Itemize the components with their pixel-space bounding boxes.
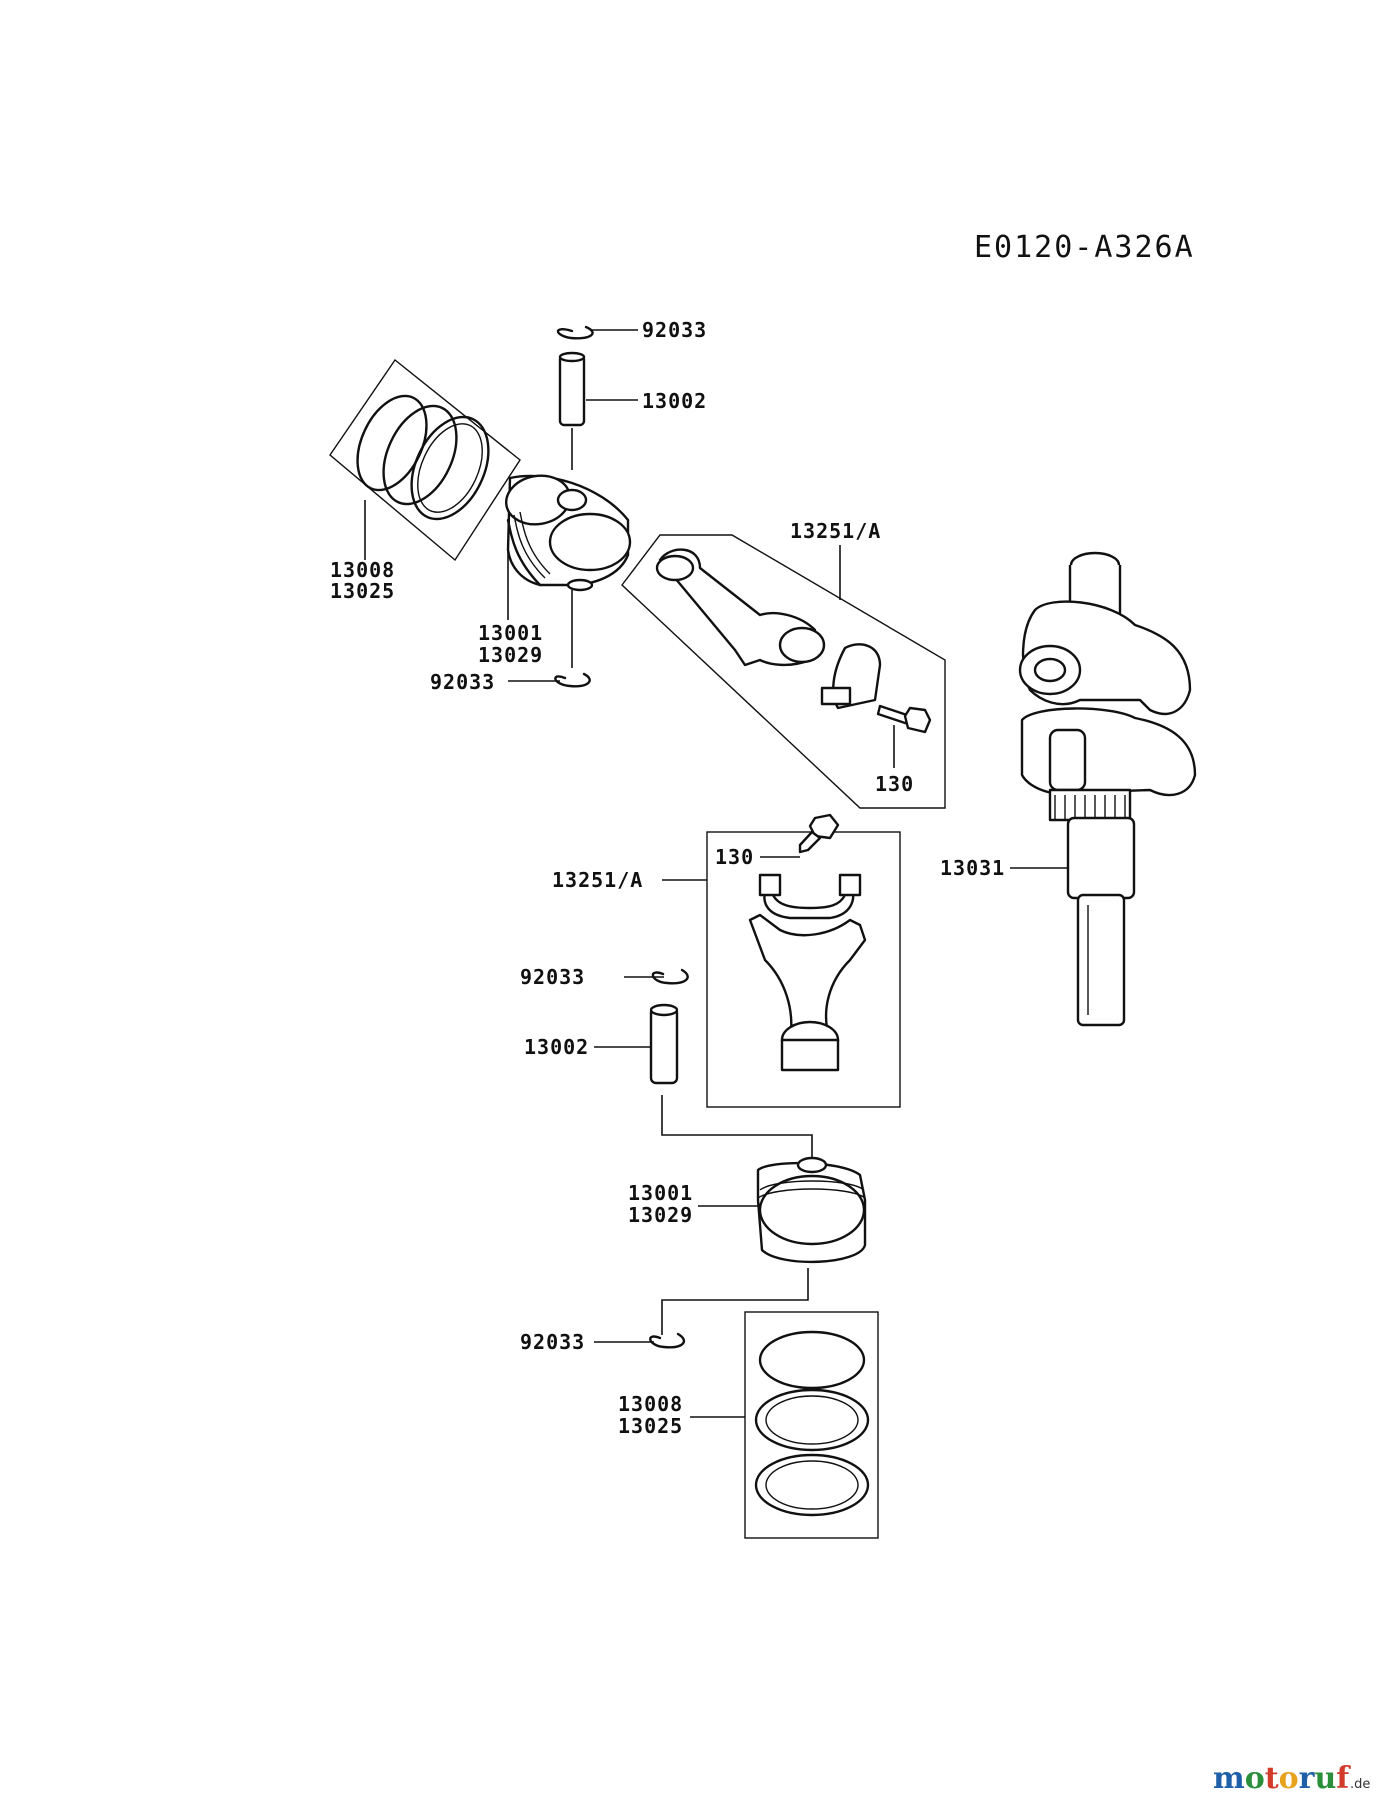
- piston-top: [505, 474, 632, 592]
- watermark-letter: u: [1314, 1761, 1336, 1796]
- label-top-rings-a: 13008: [330, 558, 395, 582]
- label-top-piston-b: 13029: [478, 643, 543, 667]
- snap-ring-top-lower: [554, 672, 591, 688]
- label-top-conrod: 13251/A: [790, 519, 881, 543]
- snap-ring-bottom-lower: [649, 1332, 686, 1349]
- watermark-letter: o: [1245, 1761, 1265, 1796]
- label-low-rings-b: 13025: [618, 1414, 683, 1438]
- label-top-rings-b: 13025: [330, 579, 395, 603]
- label-low-piston-a: 13001: [628, 1181, 693, 1205]
- label-low-bolt: 130: [715, 845, 754, 869]
- piston-bottom: [756, 1156, 867, 1264]
- watermark-logo: motoruf .de: [1213, 1761, 1370, 1796]
- diagram-code: E0120-A326A: [974, 230, 1195, 265]
- label-low-clip-lower: 92033: [520, 1330, 585, 1354]
- bolt-top: [876, 704, 932, 734]
- connecting-rod-bottom: [706, 831, 901, 1108]
- piston-rings-top: [329, 358, 521, 562]
- watermark-suffix: .de: [1350, 1777, 1370, 1792]
- label-top-clip: 92033: [642, 318, 707, 342]
- label-low-clip: 92033: [520, 965, 585, 989]
- label-top-clip-lower: 92033: [430, 670, 495, 694]
- label-low-rings-a: 13008: [618, 1392, 683, 1416]
- piston-pin-bottom: [649, 1003, 679, 1085]
- connecting-rod-top: [621, 534, 946, 809]
- snap-ring-bottom: [651, 968, 689, 985]
- watermark-letter: f: [1336, 1761, 1351, 1796]
- label-low-pin: 13002: [524, 1035, 589, 1059]
- crankshaft: [1018, 551, 1197, 1027]
- bolt-bottom: [798, 813, 840, 854]
- label-low-piston-b: 13029: [628, 1203, 693, 1227]
- label-top-pin: 13002: [642, 389, 707, 413]
- watermark-letter: r: [1299, 1761, 1316, 1796]
- watermark-letter: m: [1213, 1761, 1245, 1796]
- svg-text:motoruf: motoruf: [1213, 1761, 1351, 1796]
- label-top-piston-a: 13001: [478, 621, 543, 645]
- label-crankshaft: 13031: [940, 856, 1005, 880]
- label-top-bolt: 130: [875, 772, 914, 796]
- watermark-letter: t: [1265, 1761, 1279, 1796]
- piston-pin-top: [558, 351, 586, 427]
- snap-ring-top: [556, 325, 594, 340]
- watermark-letter: o: [1279, 1761, 1299, 1796]
- label-low-conrod: 13251/A: [552, 868, 643, 892]
- piston-rings-bottom: [744, 1311, 879, 1539]
